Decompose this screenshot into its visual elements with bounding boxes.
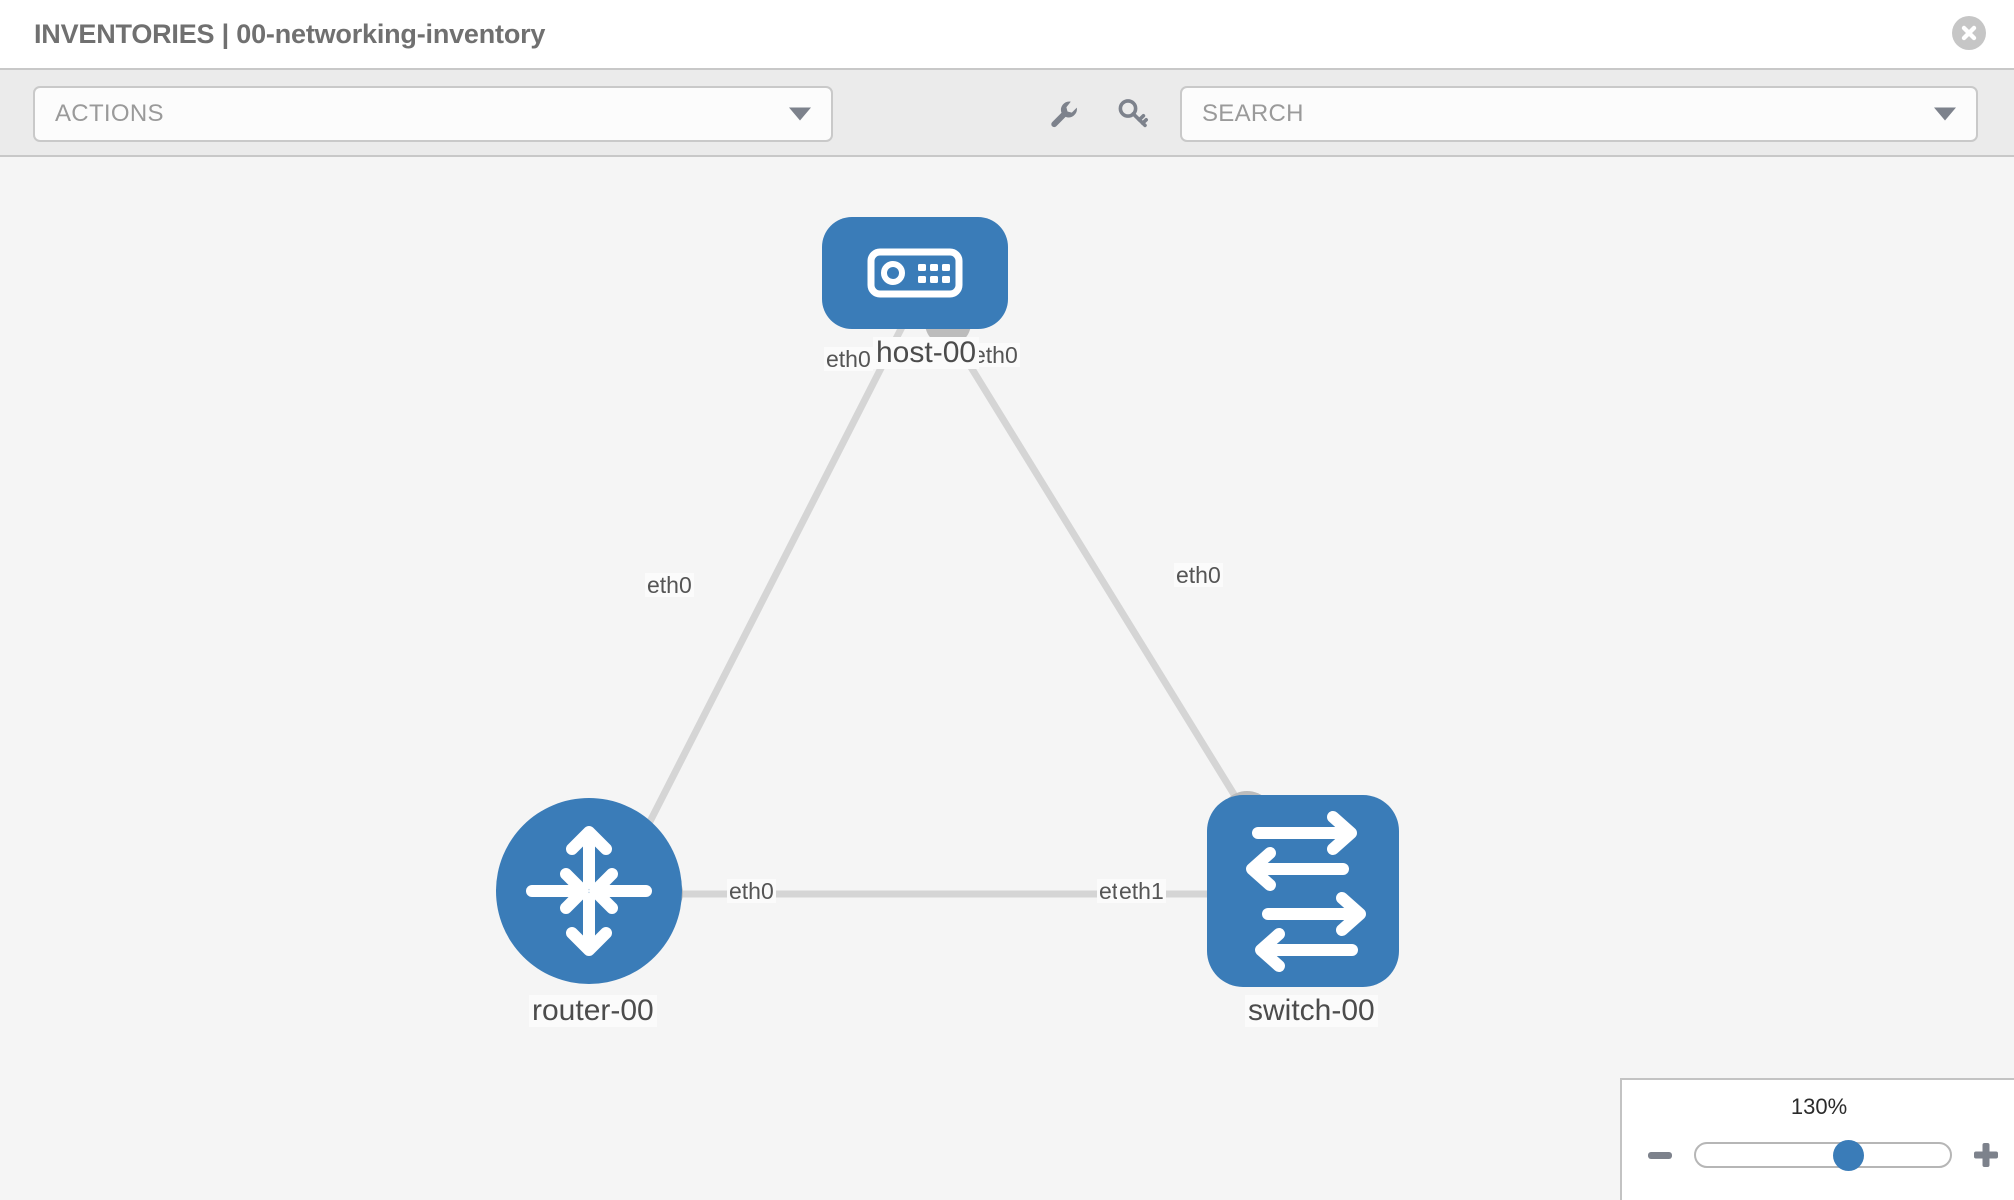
chevron-down-icon[interactable] (1934, 107, 1956, 121)
server-appliance-icon (867, 248, 963, 298)
edge-label-router-switch-from: eth0 (727, 878, 776, 904)
switch-arrows-icon (1246, 811, 1366, 972)
wrench-icon[interactable] (1040, 90, 1086, 136)
chevron-down-icon (789, 107, 811, 121)
search-placeholder: SEARCH (1202, 100, 1304, 127)
page-title: INVENTORIES | 00-networking-inventory (34, 18, 546, 49)
edge-host-switch (942, 323, 1254, 824)
topology-graph (496, 217, 1399, 987)
zoom-slider[interactable] (1694, 1139, 1952, 1171)
node-label-host-00: host-00 (873, 337, 980, 369)
actions-dropdown[interactable]: ACTIONS (33, 86, 833, 142)
topology-canvas[interactable]: eth0 eth0 eth0 eth0 eth0 eth eth1 host-0… (0, 157, 2014, 1200)
edge-label-host-switch-to: eth0 (1174, 562, 1223, 588)
zoom-out-button[interactable] (1640, 1135, 1680, 1175)
zoom-level-value: 130% (1790, 1094, 1848, 1119)
plus-icon (1974, 1143, 1998, 1167)
node-switch-00-hit[interactable] (1207, 795, 1399, 987)
minus-icon (1648, 1151, 1672, 1159)
edge-label-host-switch-from: eth0 (971, 342, 1020, 368)
edge-label-host-router-to: eth0 (645, 572, 694, 598)
node-label-switch-00: switch-00 (1245, 995, 1378, 1027)
zoom-slider-handle[interactable] (1832, 1139, 1864, 1171)
edge-host-router (633, 323, 907, 849)
close-icon[interactable] (1952, 16, 1986, 50)
key-icon[interactable] (1110, 90, 1156, 136)
edge-label-router-switch-to: eth1 (1117, 878, 1166, 904)
node-router-00-hit[interactable] (496, 798, 682, 984)
node-host-00-hit[interactable] (822, 217, 1008, 329)
node-switch-00 (1207, 795, 1399, 987)
page-header: INVENTORIES | 00-networking-inventory (0, 0, 2014, 68)
node-label-router-00: router-00 (529, 995, 657, 1027)
router-four-arrows-icon (526, 826, 652, 956)
edge-label-host-router-from: eth0 (824, 346, 873, 372)
toolbar: ACTIONS SEARCH (0, 68, 2014, 157)
zoom-in-button[interactable] (1966, 1135, 2006, 1175)
search-input[interactable]: SEARCH (1180, 86, 1978, 142)
zoom-control-panel: 130% (1620, 1078, 2014, 1200)
actions-dropdown-label: ACTIONS (55, 100, 164, 127)
node-router-00 (496, 798, 682, 984)
node-host-00 (822, 217, 1008, 329)
